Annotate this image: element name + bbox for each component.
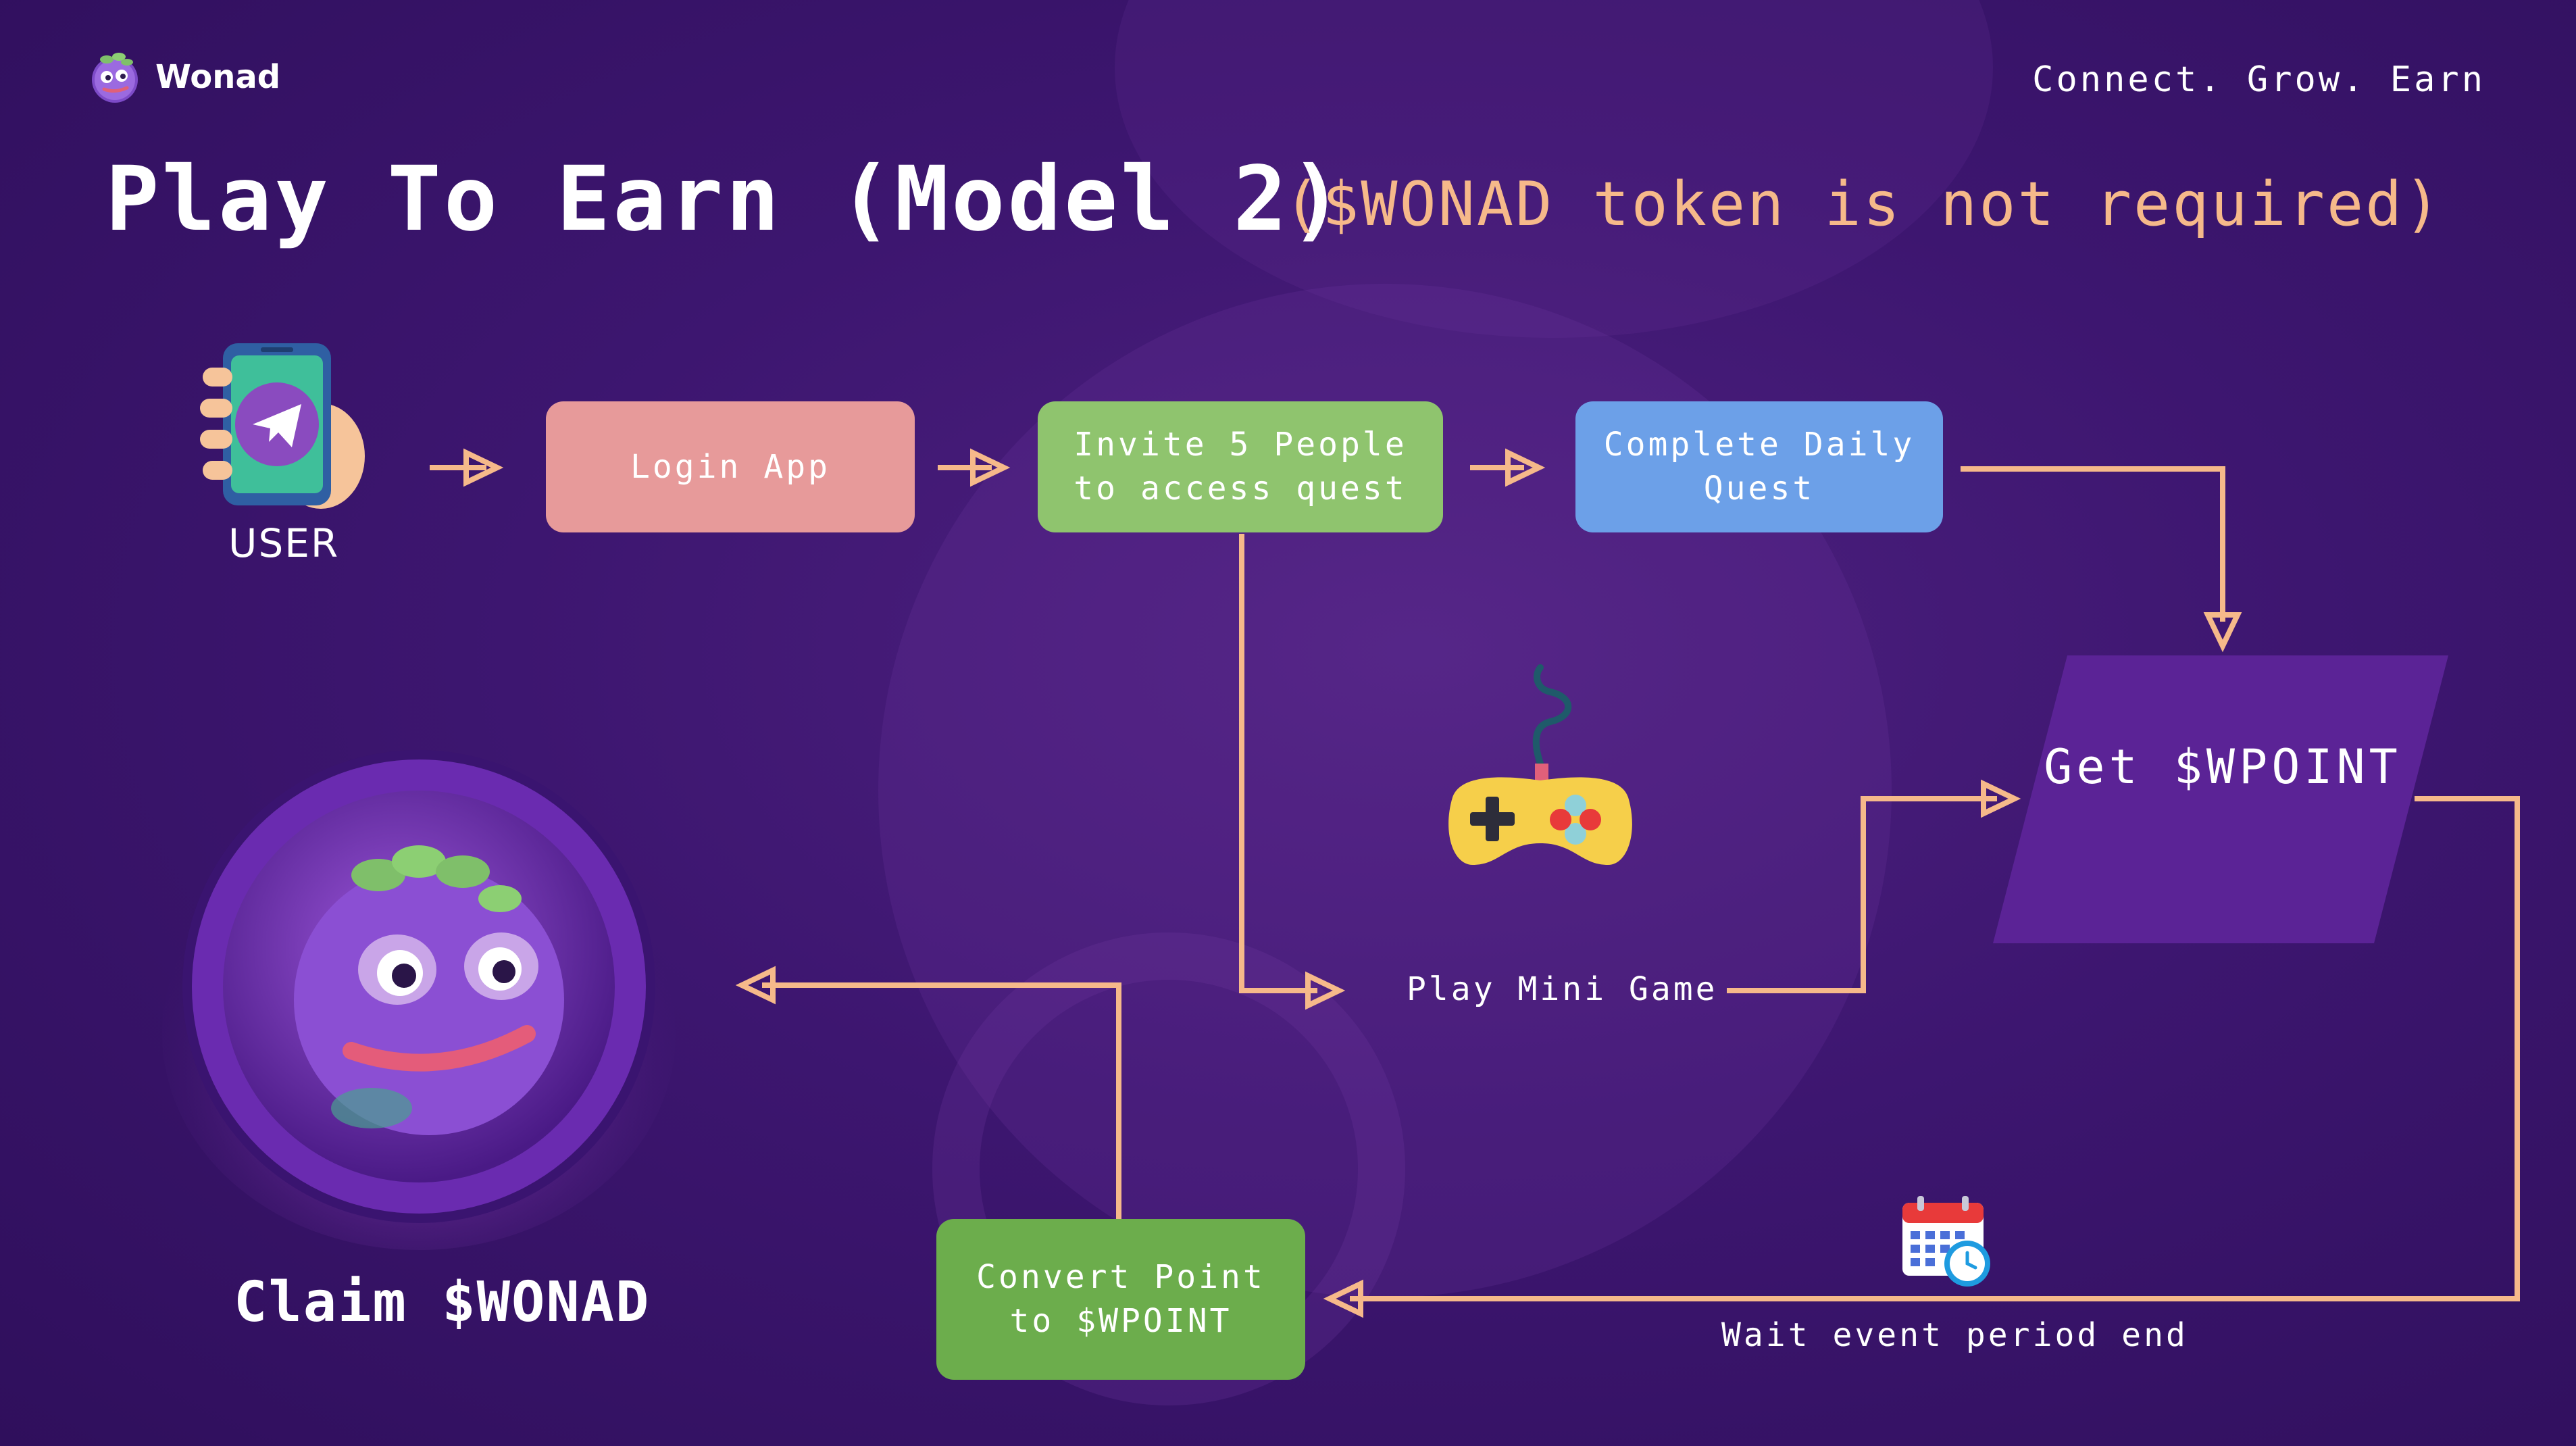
connector-wpoint-convert [1350,796,2520,1301]
page-subtitle: ($WONAD token is not required) [1284,169,2443,240]
wonad-coin-icon [162,750,676,1250]
convert-point-box: Convert Point to $WPOINT [936,1219,1305,1380]
arrowhead-minigame [1305,971,1346,1010]
connector-invite-minigame [1239,534,1317,993]
brand: Wonad [86,49,280,105]
gamepad-icon [1448,664,1632,865]
daily-quest-box: Complete Daily Quest [1575,401,1943,532]
arrowhead-daily [1505,448,1546,487]
brand-name: Wonad [155,58,281,96]
get-wpoint-box [1993,655,2448,943]
wait-period-label: Wait event period end [1721,1316,2188,1354]
connector-minigame-wpoint [1727,796,1997,993]
tagline: Connect. Grow. Earn [2032,59,2485,100]
arrowhead-invite [970,448,1011,487]
arrowhead-wpoint-left [1981,779,2021,818]
user-label: USER [228,520,340,566]
arrowhead-claim [735,966,776,1005]
arrowhead-login [463,448,504,487]
wonad-logo-icon [92,53,138,103]
page-title: Play To Earn (Model 2) [105,147,1346,251]
invite-people-box: Invite 5 People to access quest [1038,401,1443,532]
login-app-box: Login App [546,401,915,532]
arrowhead-wpoint-top [2203,612,2242,653]
calendar-clock-icon [1902,1196,1990,1287]
connector-daily-wpoint [1961,466,2225,622]
claim-wonad-label: Claim $WONAD [234,1270,651,1335]
convert-point-label: Convert Point to $WPOINT [976,1258,1265,1340]
phone-telegram-icon [200,343,365,509]
mini-game-label: Play Mini Game [1407,970,1718,1008]
arrowhead-convert [1323,1279,1363,1318]
daily-quest-label: Complete Daily Quest [1603,426,1915,507]
get-wpoint-label: Get $WPOINT [2044,739,2402,795]
login-app-label: Login App [630,447,831,486]
connector-convert-claim [762,982,1121,1219]
invite-people-label: Invite 5 People to access quest [1074,426,1407,507]
